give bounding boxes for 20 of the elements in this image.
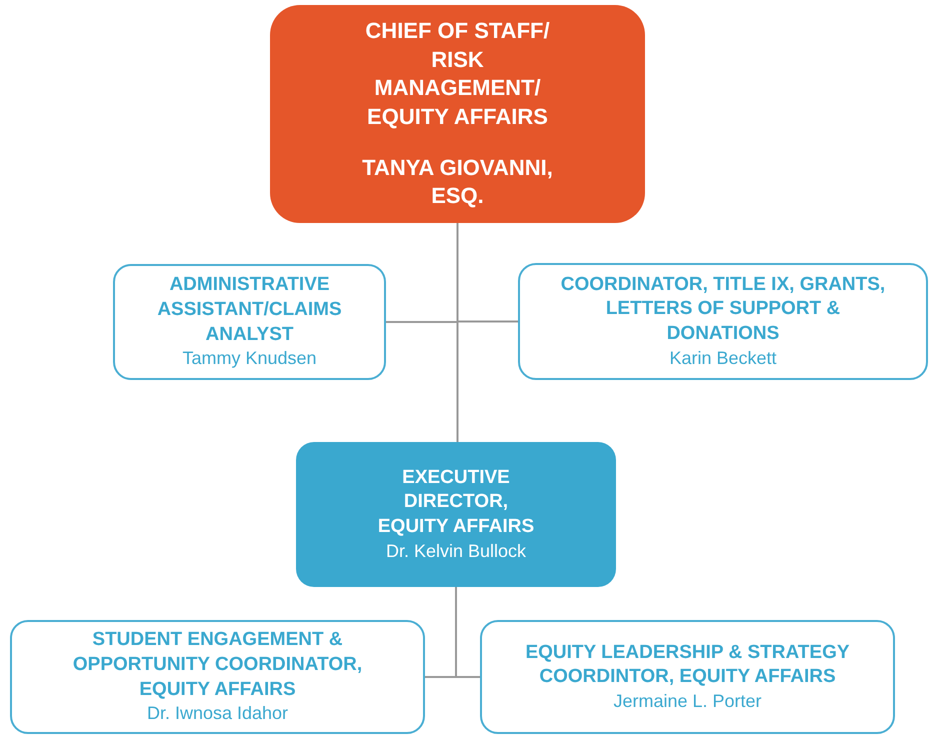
role-title: CHIEF OF STAFF/ RISK MANAGEMENT/ EQUITY AFFAIRS — [364, 17, 551, 131]
person-name: Karin Beckett — [669, 346, 777, 370]
staff-box — [10, 620, 425, 734]
person-name: Tammy Knudsen — [182, 347, 317, 370]
staff-box — [480, 620, 895, 734]
person-name: Dr. Iwnosa Idahor — [146, 702, 288, 726]
role-title: COORDINATOR, TITLE IX, GRANTS, LETTERS OF SUPPORT & DONATIONS — [560, 272, 886, 346]
role-title: EXECUTIVE DIRECTOR, EQUITY AFFAIRS — [376, 466, 536, 540]
person-name: Jermaine L. Porter — [613, 690, 762, 713]
connector-line — [455, 587, 480, 678]
person-name: TANYA GIOVANNI, ESQ. — [361, 154, 554, 210]
role-title: EQUITY LEADERSHIP & STRATEGY COORDINTOR, EQUITY AFFAIRS — [524, 640, 851, 690]
connector-line — [456, 223, 458, 442]
director-box — [296, 442, 616, 587]
role-title: STUDENT ENGAGEMENT & OPPORTUNITY COORDINATOR, EQUITY AFFAIRS — [72, 628, 364, 702]
staff-box — [518, 263, 928, 380]
role-title: ADMINISTRATIVE ASSISTANT/CLAIMS ANALYST — [156, 273, 343, 347]
staff-box — [113, 264, 386, 380]
person-name: Dr. Kelvin Bullock — [386, 540, 526, 563]
head-box — [270, 5, 645, 223]
